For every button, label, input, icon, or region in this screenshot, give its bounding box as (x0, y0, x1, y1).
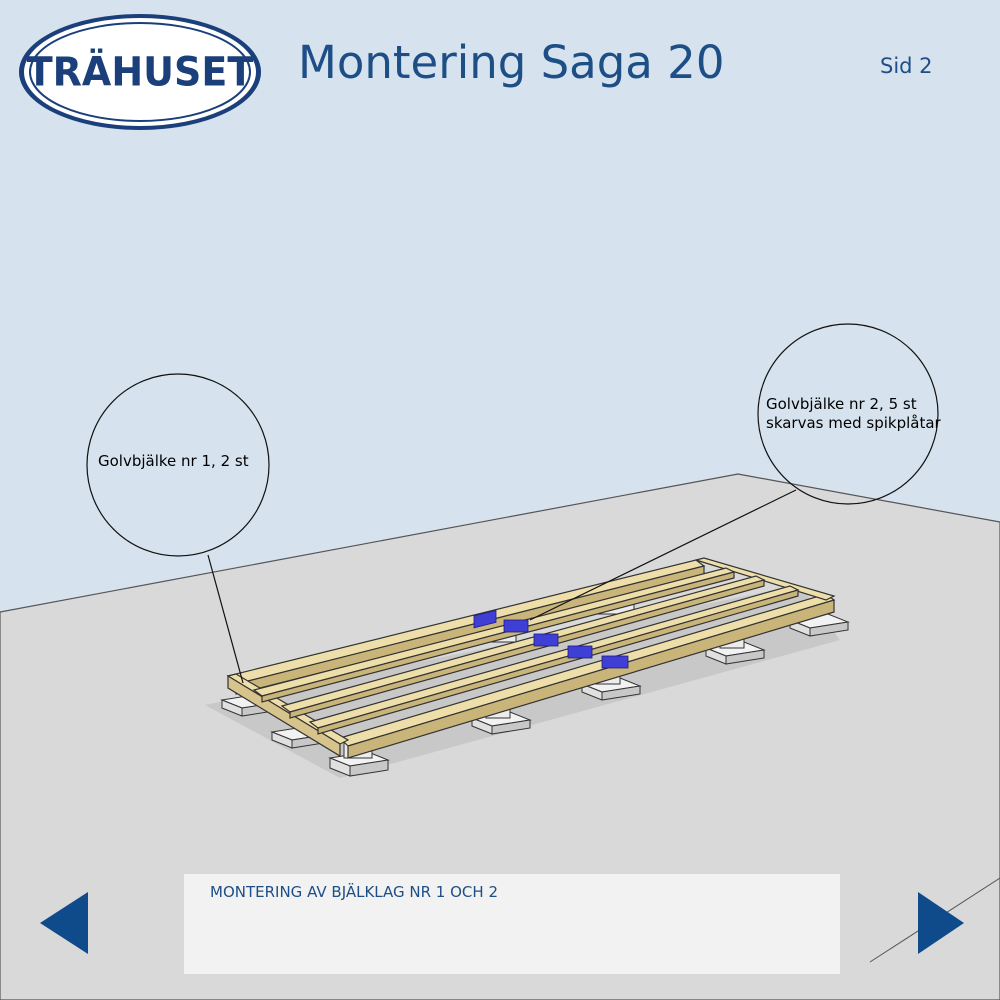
triangle-right-icon (918, 892, 964, 954)
triangle-left-icon (40, 892, 88, 954)
caption-text: MONTERING AV BJÄLKLAG NR 1 OCH 2 (210, 883, 498, 901)
callout-label-beam-2: Golvbjälke nr 2, 5 st skarvas med spikpl… (766, 395, 941, 432)
next-page-button[interactable] (916, 892, 966, 954)
beam-frame (226, 557, 836, 759)
page-title: Montering Saga 20 (298, 36, 725, 89)
callout-circle-1 (86, 373, 270, 557)
previous-page-button[interactable] (40, 892, 90, 954)
nail-plates (473, 609, 629, 669)
page-number: Sid 2 (880, 54, 933, 78)
callout-label-beam-1: Golvbjälke nr 1, 2 st (98, 452, 249, 470)
logo-wordmark: TRÄHUSET (26, 48, 254, 96)
callout-circle-2 (757, 323, 939, 505)
beam-end-right (693, 557, 836, 601)
brand-logo: TRÄHUSET (17, 12, 263, 132)
caption-box: MONTERING AV BJÄLKLAG NR 1 OCH 2 (184, 874, 840, 974)
